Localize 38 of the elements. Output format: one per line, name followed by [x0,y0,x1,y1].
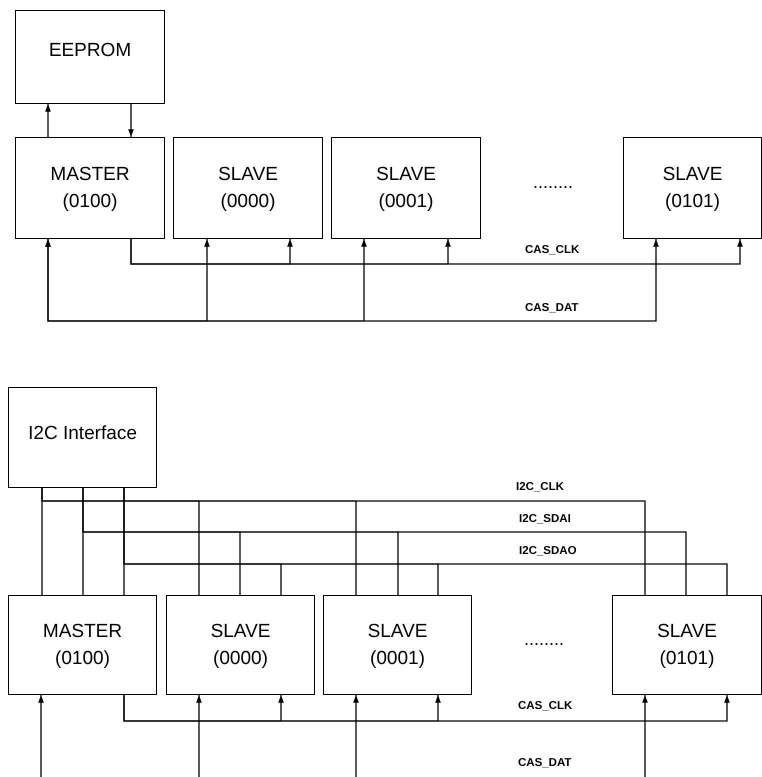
block-label: SLAVE (0000) [210,620,272,671]
arrow [45,104,51,137]
arrow [196,695,202,777]
slave-block [612,595,762,695]
signal-label: CAS_DAT [525,302,578,314]
interface-block [8,387,157,488]
block-label: I2C Interface [28,422,137,446]
arrow [45,239,659,322]
signal-label: I2C_SDAI [519,513,571,525]
ellipsis-dots: ........ [524,629,564,650]
block-label: SLAVE (0101) [662,163,724,214]
arrow [38,695,44,777]
block-label: SLAVE (0001) [366,620,428,671]
block-label: SLAVE (0001) [375,163,437,214]
arrow [642,695,648,777]
slave-block [331,137,481,239]
block-label: MASTER (0100) [49,163,131,214]
slave-block [623,137,762,239]
ellipsis-dots: ........ [533,172,574,193]
signal-label: I2C_CLK [516,481,564,493]
arrow [130,239,743,265]
memory-block [15,10,165,104]
block-label: SLAVE (0101) [656,620,718,671]
signal-label: CAS_CLK [525,244,580,256]
arrow [353,695,359,777]
block-label: MASTER (0100) [42,620,124,671]
slave-block [323,595,472,695]
arrow [123,695,730,722]
signal-label: CAS_DAT [518,757,572,769]
master-block [15,137,165,239]
block-label: SLAVE (0000) [217,163,279,214]
arrow [128,104,134,137]
master-block [8,595,157,695]
signal-label: CAS_CLK [518,700,572,712]
slave-block [166,595,315,695]
signal-label: I2C_SDAO [519,545,577,557]
slave-block [173,137,323,239]
block-label: EEPROM [48,38,132,62]
